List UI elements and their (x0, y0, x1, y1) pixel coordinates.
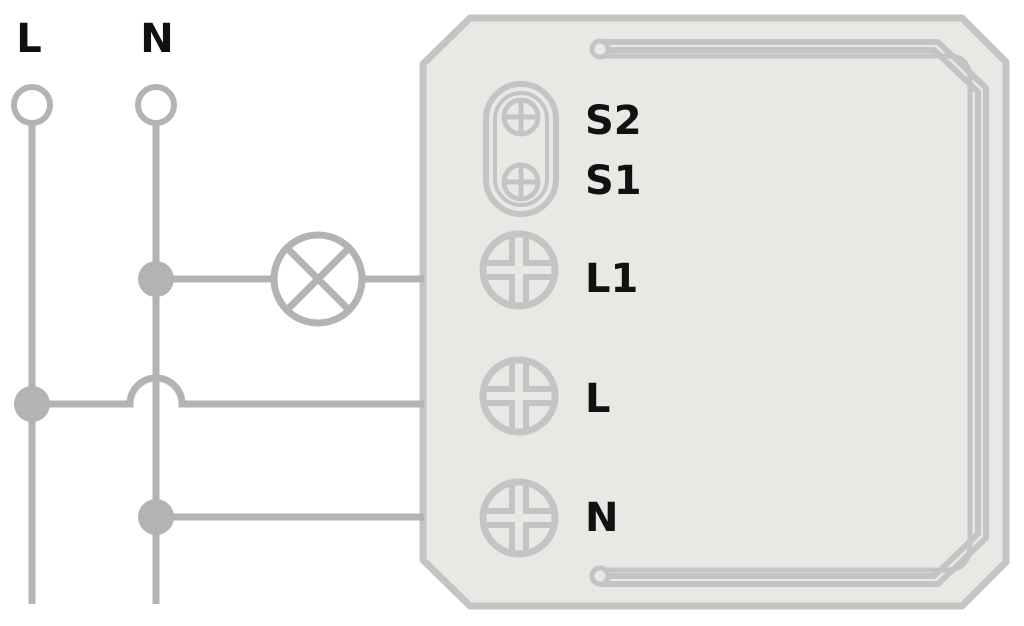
switch-terminal-block (483, 81, 559, 217)
junction-dot-icon (138, 499, 174, 535)
screw-terminal-icon (479, 478, 559, 558)
junction-dot-icon (138, 261, 174, 297)
junction-dot-icon (14, 386, 50, 422)
supply-line-terminal (11, 84, 53, 126)
screw-terminal-icon (501, 97, 541, 137)
module-body (419, 14, 1010, 610)
rail-end-bottom (589, 565, 611, 587)
screw-terminal-icon (479, 230, 559, 310)
relay-module (419, 14, 1010, 610)
lamp-icon (270, 231, 366, 327)
supply-neutral-label: N (140, 16, 173, 62)
terminal-label-l: L (585, 376, 611, 422)
supply-line-label: L (16, 16, 42, 62)
rail-end-top (589, 38, 611, 60)
module-rail-outer (600, 39, 989, 587)
terminal-label-l1: L1 (585, 256, 638, 302)
terminal-label-s1: S1 (585, 158, 642, 204)
terminal-label-s2: S2 (585, 98, 642, 144)
terminal-label-n: N (585, 495, 618, 541)
module-rail-inner (602, 53, 973, 573)
screw-terminal-icon (479, 356, 559, 436)
module-rail-middle (600, 47, 981, 579)
supply-neutral-terminal (135, 84, 177, 126)
screw-terminal-icon (501, 162, 541, 202)
wire-line-to-l (32, 374, 424, 408)
